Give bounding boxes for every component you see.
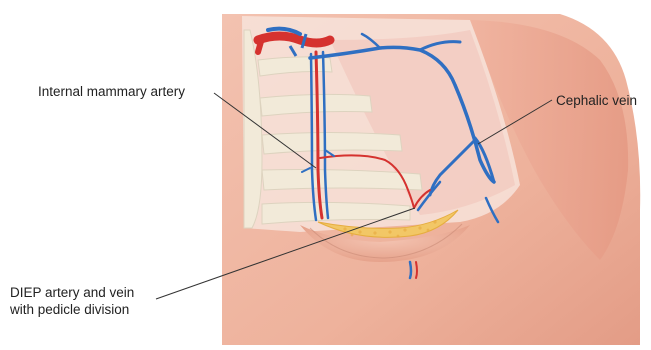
label-diep-line1: DIEP artery and vein <box>10 284 134 301</box>
label-cephalic-vein: Cephalic vein <box>556 92 637 109</box>
label-diep-line2: with pedicle division <box>10 301 134 318</box>
label-internal-mammary-artery: Internal mammary artery <box>38 83 185 100</box>
label-diep: DIEP artery and vein with pedicle divisi… <box>10 284 134 318</box>
